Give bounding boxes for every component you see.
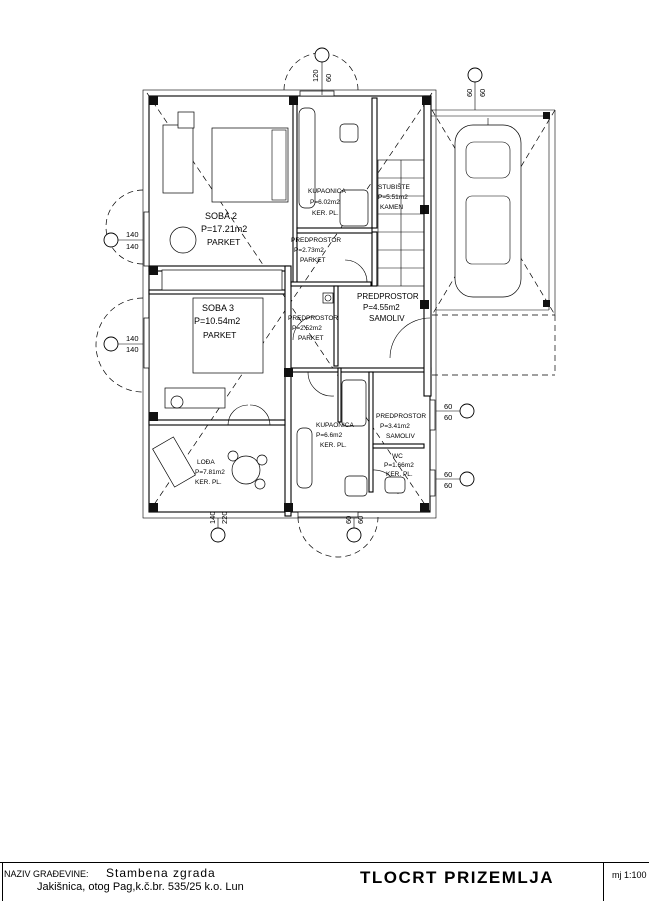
room-name: PREDPROSTOR <box>357 292 419 301</box>
room-floor: SAMOLIV <box>386 433 416 440</box>
dimension-label: 140 <box>126 345 139 354</box>
room-area: P=6.02m2 <box>310 199 340 206</box>
room-area: P=2.52m2 <box>292 325 322 332</box>
dimension-label: 60 <box>444 481 452 490</box>
room-floor: PARKET <box>300 257 326 264</box>
room-area: P=2.73m2 <box>294 247 324 254</box>
dimension-label: 60 <box>356 516 365 524</box>
car-symbol <box>454 118 522 298</box>
title-block-border <box>2 863 3 901</box>
room-floor: KER. PL. <box>320 442 347 449</box>
title-block-divider <box>603 863 604 901</box>
room-floor: PARKET <box>203 330 236 340</box>
room-name: PREDPROSTOR <box>291 237 341 244</box>
dimension-label: 60 <box>465 89 474 97</box>
room-area: P=3.41m2 <box>380 423 410 430</box>
room-area: P=17.21m2 <box>201 224 247 234</box>
dimension-label: 220 <box>220 511 229 524</box>
room-floor: KER. PL. <box>386 471 413 478</box>
columns <box>149 96 550 512</box>
sheet-title: TLOCRT PRIZEMLJA <box>360 868 554 887</box>
dimension-label: 60 <box>478 89 487 97</box>
room-name: STUBIŠTE <box>378 182 410 191</box>
furniture <box>152 107 406 497</box>
room-name: SOBA 2 <box>205 211 237 221</box>
floor-plan-drawing: SOBA 2 P=17.21m2 PARKET SOBA 3 P=10.54m2… <box>95 47 556 558</box>
dimension-labels: 120 60 60 60 140 140 140 140 60 60 60 60… <box>126 69 487 524</box>
dimension-label: 60 <box>344 516 353 524</box>
room-area: P=4.55m2 <box>363 303 400 312</box>
dimension-label: 60 <box>444 413 452 422</box>
room-name: WC <box>392 453 403 460</box>
building-name: Stambena zgrada <box>106 866 216 880</box>
room-floor: KER. PL. <box>195 479 222 486</box>
drawing-scale: mj 1:100 <box>612 870 647 880</box>
dimension-label: 60 <box>444 470 452 479</box>
room-floor: SAMOLIV <box>369 314 405 323</box>
room-area: P=10.54m2 <box>194 316 240 326</box>
room-name: SOBA 3 <box>202 303 234 313</box>
title-block: NAZIV GRAĐEVINE: Stambena zgrada Jakišni… <box>0 862 649 901</box>
room-floor: PARKET <box>207 237 240 247</box>
dimension-label: 120 <box>311 69 320 82</box>
building-location: Jakišnica, otog Pag,k.č.br. 535/25 k.o. … <box>37 881 244 893</box>
stairs <box>377 159 425 287</box>
dimension-label: 140 <box>126 242 139 251</box>
room-floor: PARKET <box>298 335 324 342</box>
dimension-label: 140 <box>126 230 139 239</box>
room-area: P=5.51m2 <box>378 194 408 201</box>
room-floor: KAMEN <box>380 204 403 211</box>
grid-axis-markers <box>103 47 483 543</box>
room-name: KUPAONICA <box>316 422 354 429</box>
room-name: KUPAONICA <box>308 188 346 195</box>
room-area: P=6.6m2 <box>316 432 343 439</box>
dimension-label: 60 <box>324 74 333 82</box>
room-floor: KER. PL. <box>312 210 339 217</box>
room-area: P=1.66m2 <box>384 462 414 469</box>
room-name: PREDPROSTOR <box>288 315 338 322</box>
building-name-label: NAZIV GRAĐEVINE: <box>4 869 89 879</box>
room-name: LOĐA <box>197 459 215 466</box>
door-swings <box>95 52 431 558</box>
room-name: PREDPROSTOR <box>376 413 426 420</box>
room-area: P=7.81m2 <box>195 469 225 476</box>
windows <box>143 90 436 518</box>
dimension-label: 140 <box>126 334 139 343</box>
dimension-label: 60 <box>444 402 452 411</box>
dimension-label: 140 <box>208 511 217 524</box>
room-labels: SOBA 2 P=17.21m2 PARKET SOBA 3 P=10.54m2… <box>194 182 426 486</box>
